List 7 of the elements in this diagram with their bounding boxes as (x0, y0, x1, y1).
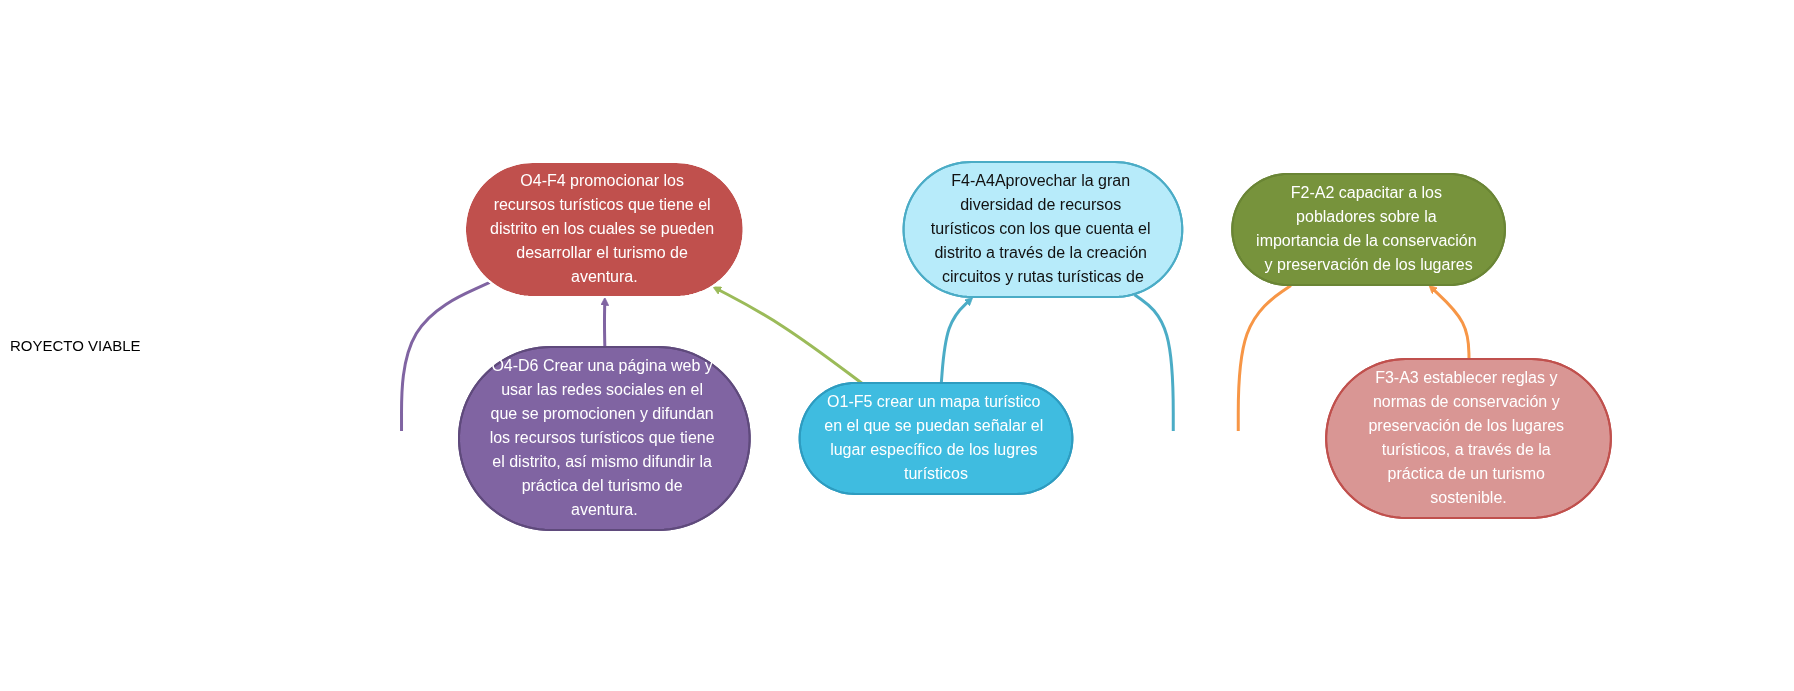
connector (399, 280, 491, 431)
connector (1236, 283, 1292, 431)
arrow (1428, 284, 1471, 359)
arrow (599, 296, 609, 347)
arrow (939, 296, 973, 384)
connector (1133, 292, 1175, 431)
note-text: ROYECTO VIABLE (10, 337, 142, 354)
